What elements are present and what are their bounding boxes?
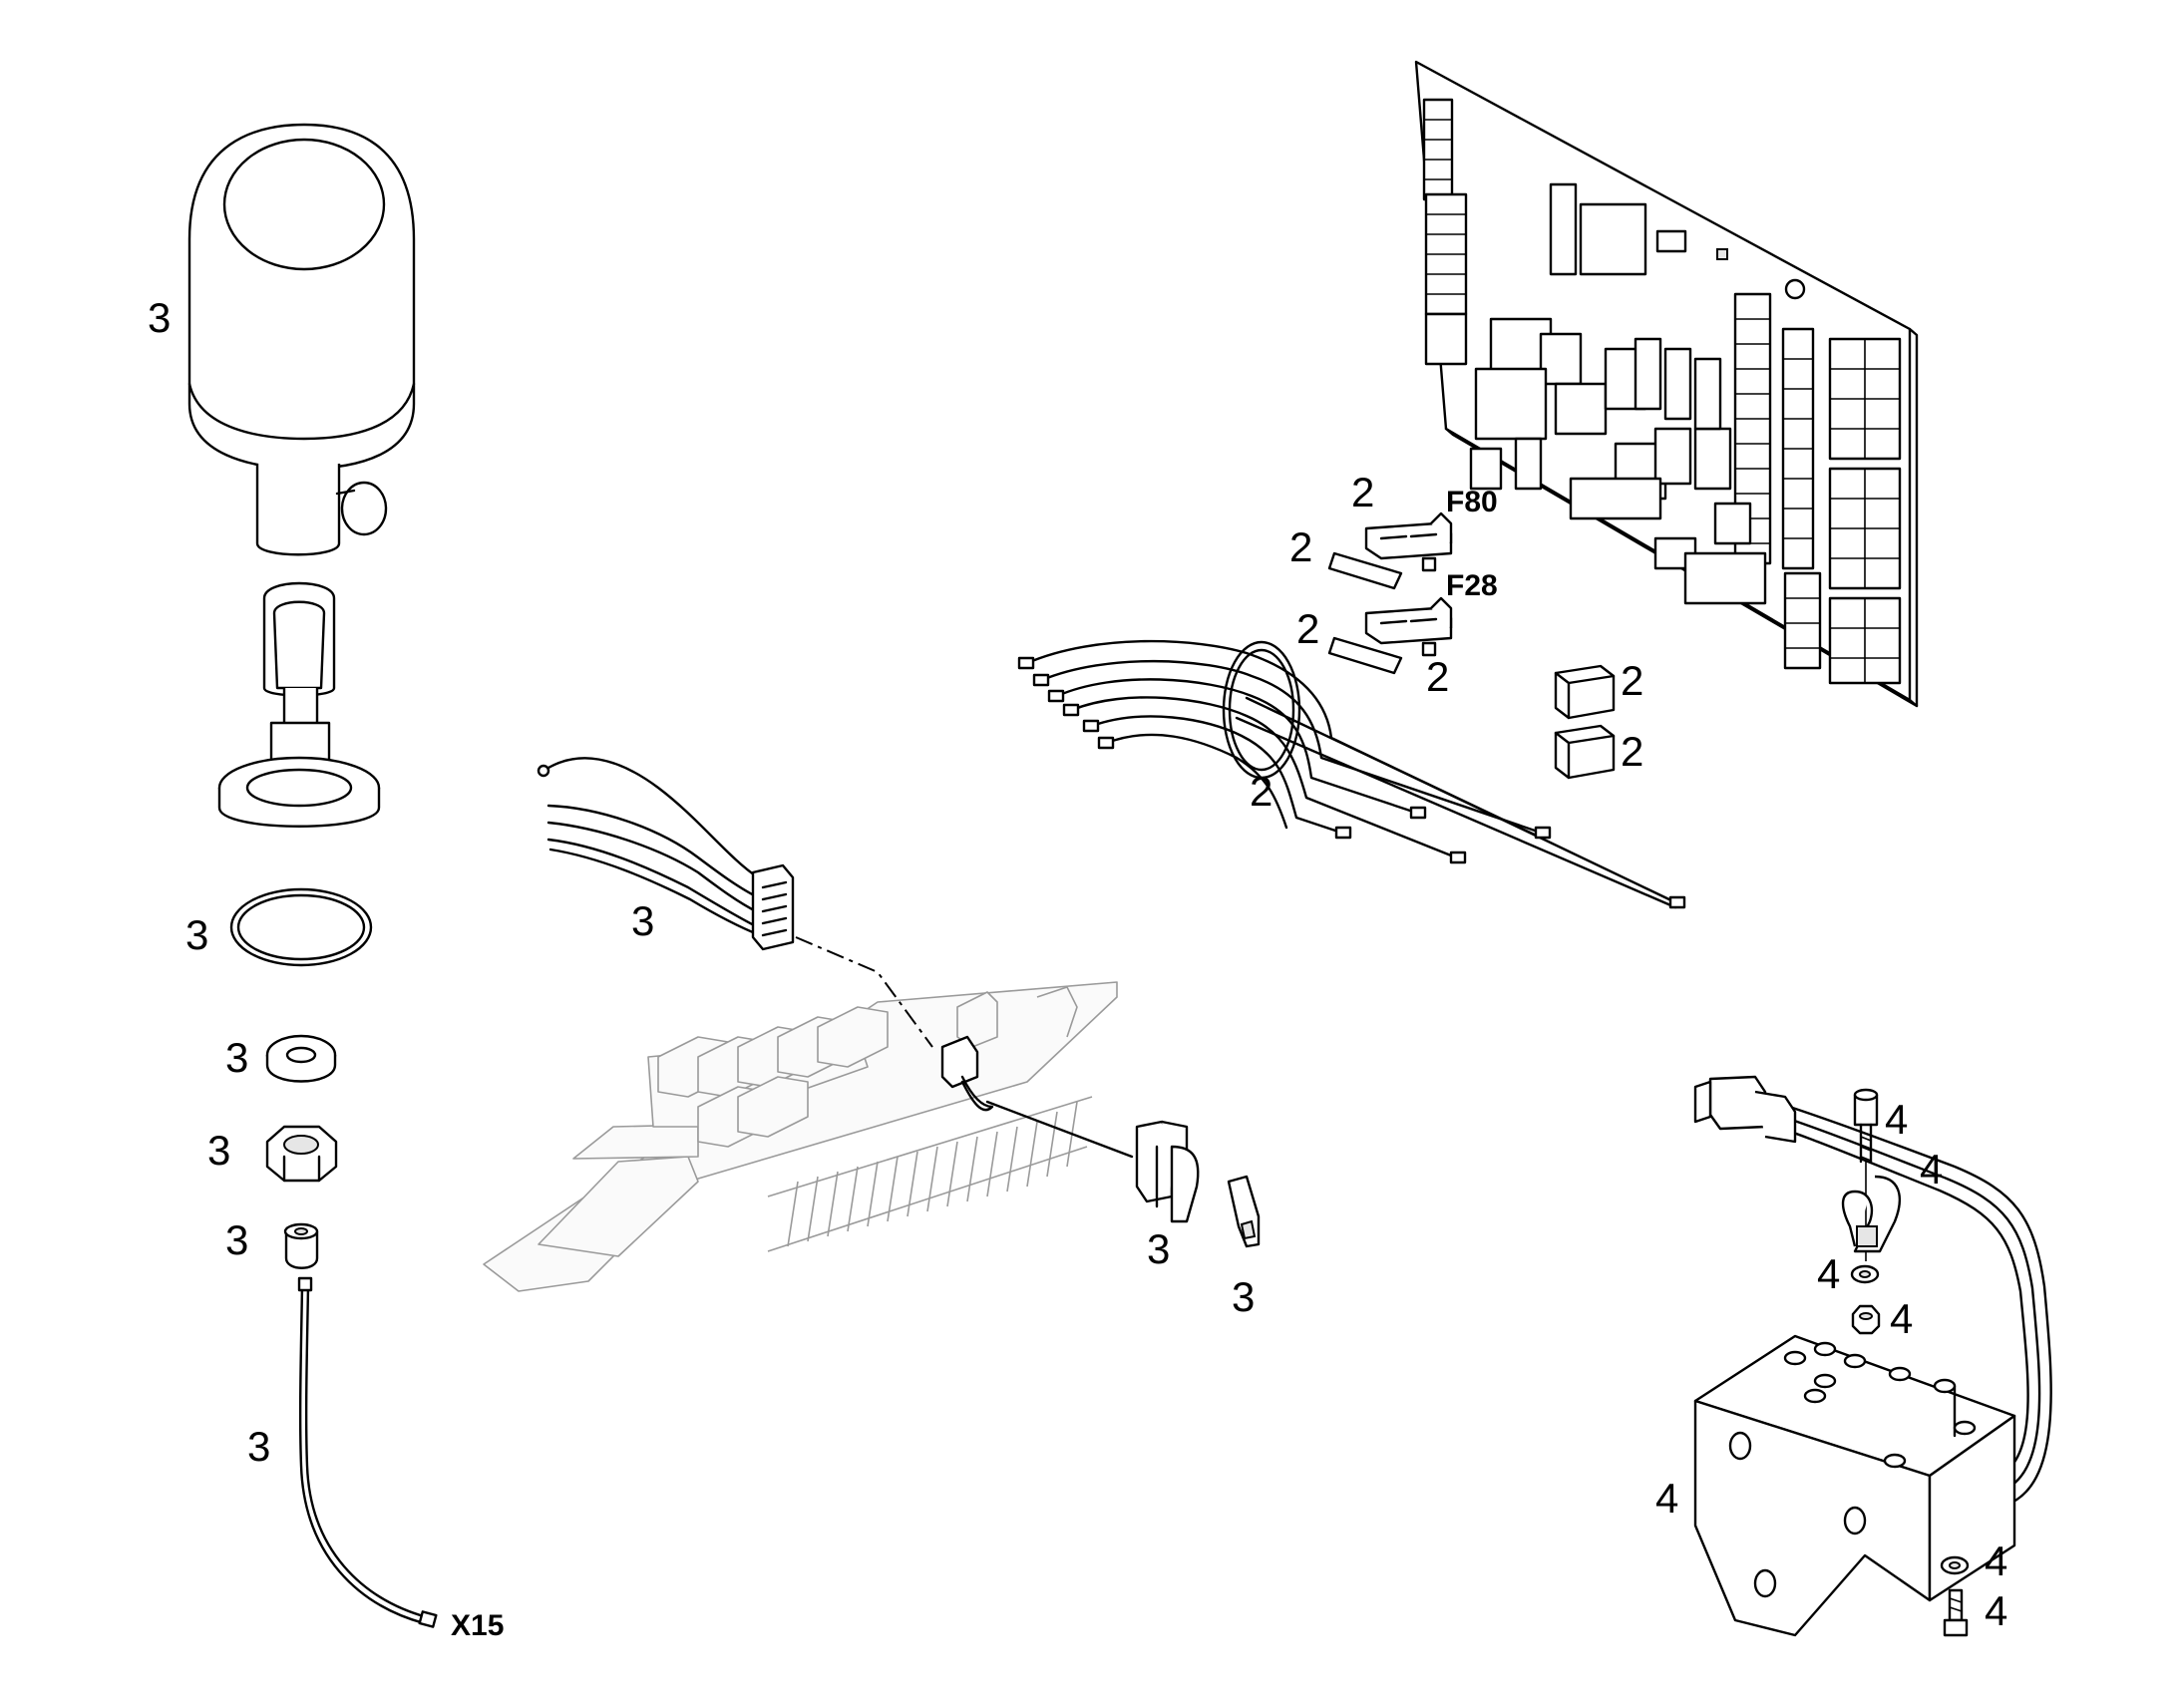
bracket-holes [1728, 1341, 1977, 1598]
fuse-f80 [1364, 512, 1453, 572]
fuse-label-b [1327, 636, 1403, 675]
callout-washer: 3 [225, 1034, 248, 1081]
callout-cap-screw: 4 [1885, 1096, 1908, 1143]
circuit-board [1414, 60, 1919, 708]
cable-clamp [1841, 1175, 1902, 1253]
o-ring [229, 887, 373, 967]
mounting-bracket [1693, 1334, 2016, 1637]
beacon-lamp [187, 123, 416, 556]
beacon-base-mount [217, 581, 381, 828]
callout-nut: 3 [207, 1127, 230, 1174]
callout-grommet: 3 [225, 1216, 248, 1263]
cap-screw [1853, 1088, 1879, 1261]
callout-fuse-f28: 2 [1296, 605, 1319, 652]
jumper-wire-bundle [1017, 639, 1686, 909]
power-cable [297, 1276, 438, 1628]
washer [265, 1034, 337, 1083]
tag-f28: F28 [1446, 569, 1498, 602]
board-terminal-strips [1422, 98, 1902, 685]
tag-x15: X15 [451, 1609, 504, 1642]
fuse-f28 [1364, 596, 1453, 657]
plug-connector [1693, 1075, 1797, 1144]
callout-fuse-b: 2 [1426, 653, 1449, 700]
fuse-label-a [1327, 551, 1403, 590]
rocker-switch [985, 1100, 1200, 1223]
callout-bracket-screw: 4 [1985, 1587, 2007, 1634]
callout-beacon: 3 [148, 294, 171, 341]
callout-fuse-label-a: 2 [1289, 523, 1312, 570]
control-panel-console [483, 981, 1118, 1292]
callout-relay-b: 2 [1621, 728, 1643, 775]
board-relays [1469, 182, 1806, 605]
grommet [283, 1222, 319, 1269]
callout-o-ring: 3 [185, 911, 208, 958]
callout-nut-upper: 4 [1890, 1295, 1913, 1342]
callout-wires: 2 [1250, 768, 1272, 815]
switch-cap-insert [1227, 1175, 1261, 1248]
wire-terminals [1017, 656, 1686, 909]
bracket-washer-lower [1940, 1555, 1970, 1575]
callout-bracket-washer: 4 [1985, 1537, 2007, 1584]
bracket-washer-upper [1850, 1264, 1880, 1284]
relay-b [1554, 724, 1616, 780]
bracket-screw-lower [1943, 1588, 1969, 1637]
callout-washer-upper: 4 [1817, 1250, 1840, 1297]
console-ribs [767, 1096, 1093, 1252]
bracket-nut-upper [1851, 1304, 1881, 1335]
hex-nut [265, 1125, 338, 1183]
callout-bracket: 4 [1655, 1475, 1678, 1522]
wiring-harness-connector [537, 757, 933, 1048]
callout-fuse-f80: 2 [1351, 469, 1374, 515]
callout-harness: 3 [631, 897, 654, 944]
relay-a [1554, 664, 1616, 720]
callout-cable: 3 [247, 1423, 270, 1470]
callout-switch-cap: 3 [1232, 1273, 1255, 1320]
tag-f80: F80 [1446, 486, 1498, 518]
relay-block-row [657, 1006, 889, 1148]
callout-clamp: 4 [1920, 1146, 1943, 1193]
callout-switch: 3 [1147, 1225, 1170, 1272]
callout-relay-a: 2 [1621, 657, 1643, 704]
